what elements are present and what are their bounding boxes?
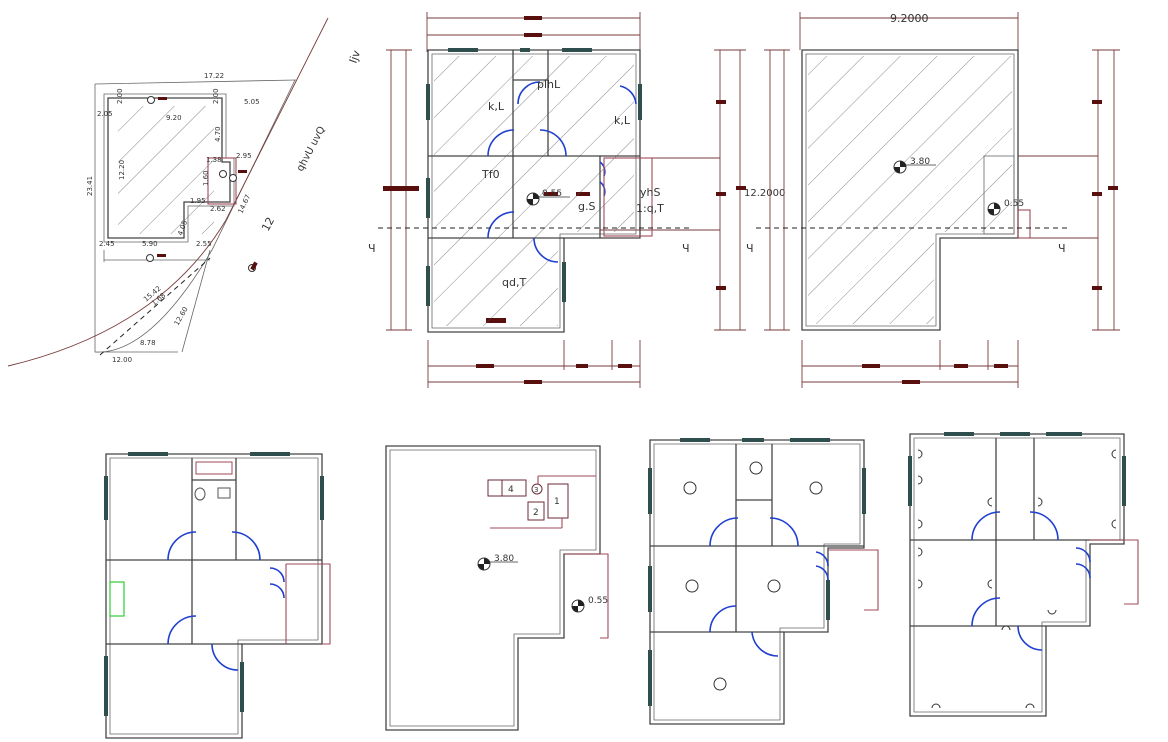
diagonal-dashed [99, 257, 211, 356]
site-building-hatch [118, 106, 214, 234]
site-dim: 23.41 [86, 176, 94, 196]
site-dim: 2.55 [196, 240, 212, 248]
dim-12: 12.2000 [744, 188, 785, 199]
site-dim: 4.70 [214, 126, 222, 142]
tank-label: 2 [533, 508, 539, 518]
site-dim: 2.00 [212, 88, 220, 104]
site-dim: 2.00 [116, 88, 124, 104]
level-marker-icon [146, 96, 258, 272]
power-plan [908, 432, 1139, 717]
room-label: Tf0 [481, 168, 500, 181]
site-dim: 12.60 [173, 306, 190, 327]
room-label: k,L [488, 100, 505, 113]
site-dim: 1.60 [202, 170, 210, 186]
site-dim: 2.45 [99, 240, 115, 248]
site-dim: 12.00 [112, 356, 132, 364]
bathtub-icon [195, 461, 233, 475]
tank-label: 1 [554, 497, 560, 507]
dimension-tags [862, 100, 1118, 384]
site-dim: 12.20 [118, 160, 126, 180]
plumbing-plan [104, 452, 331, 739]
site-dim: 1.95 [190, 197, 206, 205]
roof-width: 9.2000 [890, 12, 929, 25]
roof-outline [801, 49, 1019, 331]
level-marker-icon [893, 160, 1001, 216]
level-value: 0.55 [588, 596, 608, 606]
site-dim: 5.90 [142, 240, 158, 248]
section-marker: Ч [368, 242, 376, 255]
site-dim: 5.05 [244, 98, 260, 106]
ground-floor-plan: k,L plhL k,L Tf0 yhS g.S 1:q,T qd,T 0.55… [368, 12, 785, 388]
level-value: 3.80 [494, 554, 514, 564]
road-curve [7, 17, 329, 367]
section-marker: Ч [746, 242, 754, 255]
room-label: qd,T [502, 276, 526, 289]
room-label: plhL [537, 78, 561, 91]
roof-plan: 9.2000 3.80 0.55 Ч Ч [746, 12, 1120, 388]
lighting-plan [648, 438, 879, 725]
section-marker: Ч [682, 242, 690, 255]
site-dim: 2.05 [97, 110, 113, 118]
site-building-outline [107, 97, 231, 239]
room-label: yhS [640, 186, 660, 199]
site-dim: 2.62 [210, 205, 226, 213]
stove-icon [109, 581, 125, 617]
site-dim: 1.38 [206, 156, 222, 164]
site-dim: 9.20 [166, 114, 182, 122]
road-number: 12 [259, 215, 277, 233]
site-dim: 14.67 [237, 193, 253, 215]
tank-label: 3 [534, 486, 538, 494]
level-marker-icon [477, 557, 585, 613]
north-label: Ijv [347, 48, 364, 65]
room-label: 1:q,T [636, 202, 664, 215]
tank-label: 4 [508, 485, 514, 495]
site-dim: 17.22 [204, 72, 224, 80]
level-marker-icon [526, 192, 570, 206]
section-marker: Ч [1058, 242, 1066, 255]
level-value: 0.55 [542, 189, 562, 199]
road-name: qhvU uvQ [295, 125, 328, 174]
water-tank-plan: 4 3 1 2 3.80 0.55 [385, 445, 609, 731]
level-value: 0.55 [1004, 199, 1024, 209]
socket-icon [917, 449, 1117, 709]
site-dim: 2.95 [236, 152, 252, 160]
room-label: g.S [578, 200, 595, 213]
ceiling-light-icon [683, 461, 823, 691]
window [426, 48, 642, 306]
site-plan: 17.22 2.00 2.00 5.05 2.05 9.20 4.70 12.2… [7, 17, 364, 367]
site-dim: 8.78 [140, 339, 156, 347]
level-value: 3.80 [910, 157, 930, 167]
room-label: k,L [614, 114, 631, 127]
